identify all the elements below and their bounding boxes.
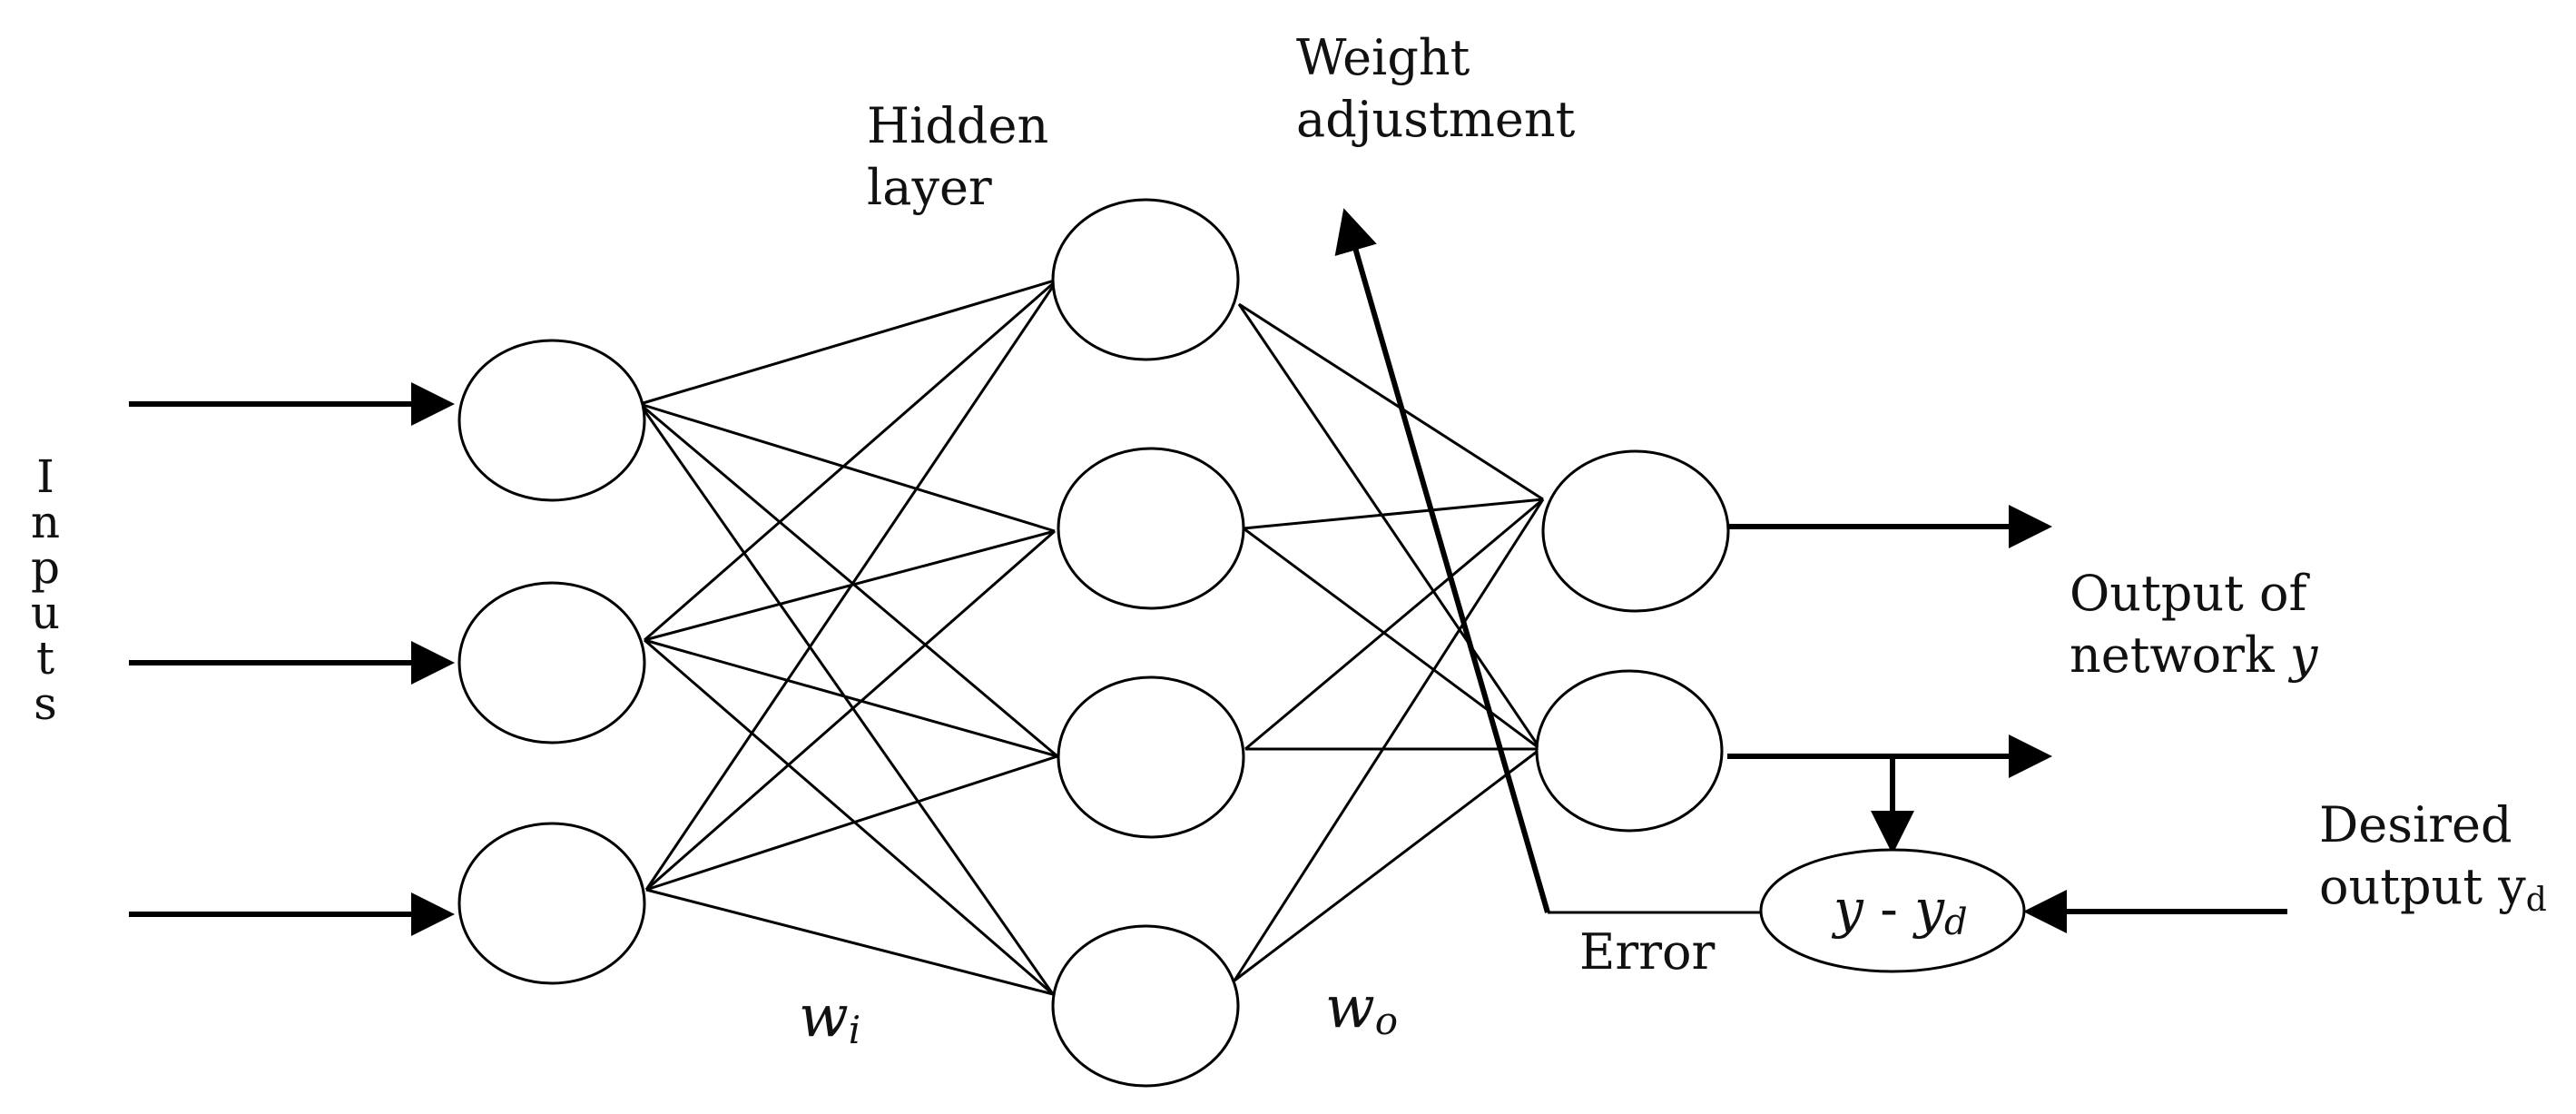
- desired-output-text: Desired output y: [2319, 796, 2526, 915]
- output-node-2: [1535, 669, 1724, 833]
- wi-weight-label: wi: [799, 981, 860, 1055]
- error-formula-subscript: d: [1944, 902, 1968, 943]
- input-node-1: [457, 339, 646, 502]
- input-node-3: [457, 822, 646, 985]
- output-arrows: [1727, 505, 2287, 933]
- wi-subscript: i: [848, 1008, 861, 1052]
- hidden-layer-label: Hidden layer: [867, 97, 1049, 216]
- desired-output-label: Desired output yd: [2319, 794, 2547, 921]
- output-of-network-label: Output of network y: [2070, 563, 2317, 685]
- wi-base: w: [799, 983, 849, 1050]
- error-formula-minus: -: [1863, 878, 1915, 940]
- error-comparator-node: [1759, 848, 2026, 973]
- desired-output-subscript: d: [2525, 881, 2547, 919]
- input-hidden-connections: [638, 278, 1059, 996]
- output-variable: y: [2289, 626, 2318, 684]
- weight-adjustment-arrow: [1334, 208, 1550, 913]
- wo-base: w: [1325, 974, 1375, 1041]
- hidden-node-4: [1051, 924, 1240, 1088]
- error-formula-y: y: [1834, 878, 1863, 940]
- hidden-output-connections: [1233, 302, 1545, 982]
- inputs-label: Inputs: [30, 450, 61, 730]
- output-of-network-text: Output of network: [2070, 565, 2307, 684]
- input-node-2: [457, 581, 646, 744]
- hidden-node-3: [1057, 675, 1245, 839]
- error-feedback: [1334, 208, 1761, 914]
- hidden-layer: [1051, 198, 1245, 1088]
- error-label: Error: [1579, 923, 1716, 981]
- error-formula: y - yd: [1834, 876, 1968, 945]
- output-node-1: [1541, 449, 1730, 613]
- hidden-node-1: [1051, 198, 1240, 361]
- output-layer: [1535, 449, 1730, 833]
- weight-adjustment-label: Weight adjustment: [1296, 29, 1576, 148]
- wo-weight-label: wo: [1325, 971, 1398, 1046]
- wo-subscript: o: [1374, 999, 1399, 1043]
- input-layer: [457, 339, 646, 985]
- input-arrows: [129, 382, 455, 936]
- error-formula-yd: y: [1914, 878, 1945, 940]
- hidden-node-2: [1057, 447, 1245, 610]
